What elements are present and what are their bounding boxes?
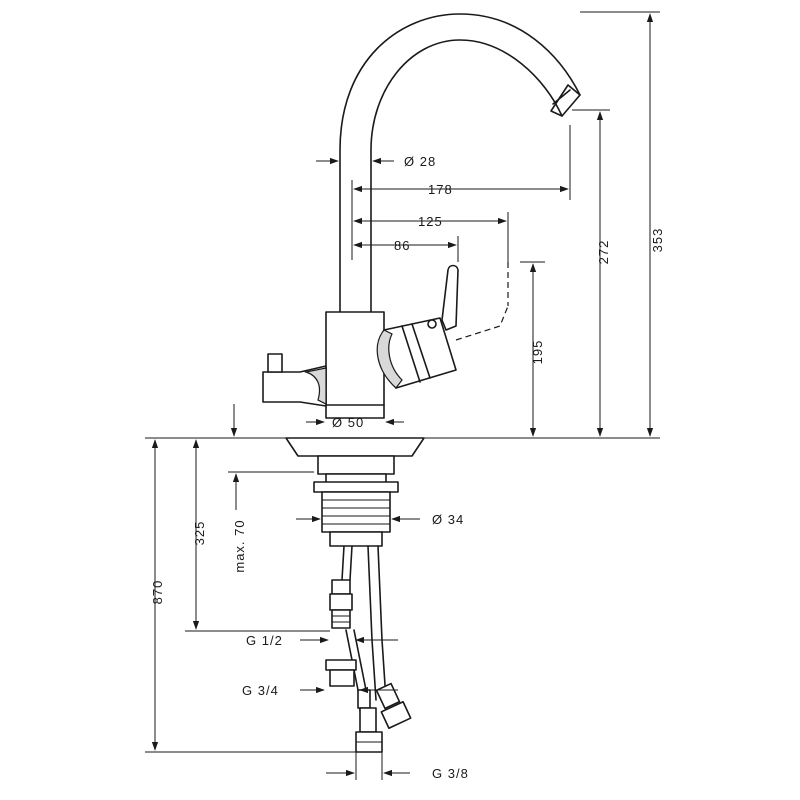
base-plate	[285, 437, 425, 457]
supply-hoses	[325, 545, 412, 753]
label-height-353: 353	[650, 228, 665, 253]
label-base-diameter: Ø 50	[332, 415, 364, 430]
label-hose-870: 870	[150, 580, 165, 605]
faucet-body	[325, 311, 385, 419]
mounting-shank	[313, 455, 399, 547]
label-reach-178: 178	[428, 182, 453, 197]
label-thread-g34: G 3/4	[242, 683, 279, 698]
label-max-70: max. 70	[232, 519, 247, 572]
label-depth-325: 325	[192, 521, 207, 546]
label-shank-diameter: Ø 34	[432, 512, 464, 527]
lever-handle	[441, 264, 459, 331]
spout	[339, 13, 581, 313]
dimension-labels: Ø 28 178 125 86 Ø 50 Ø 34 G 1/2 G 3/4 G …	[150, 154, 665, 781]
label-thread-g12: G 1/2	[246, 633, 283, 648]
label-height-272: 272	[596, 240, 611, 265]
faucet-outline	[262, 13, 581, 753]
lever-travel	[455, 305, 509, 341]
label-spout-diameter: Ø 28	[404, 154, 436, 169]
label-reach-125: 125	[418, 214, 443, 229]
dimension-lines	[145, 11, 660, 780]
label-reach-86: 86	[394, 238, 410, 253]
label-thread-g38: G 3/8	[432, 766, 469, 781]
side-knob	[262, 365, 327, 407]
label-height-195: 195	[530, 340, 545, 365]
